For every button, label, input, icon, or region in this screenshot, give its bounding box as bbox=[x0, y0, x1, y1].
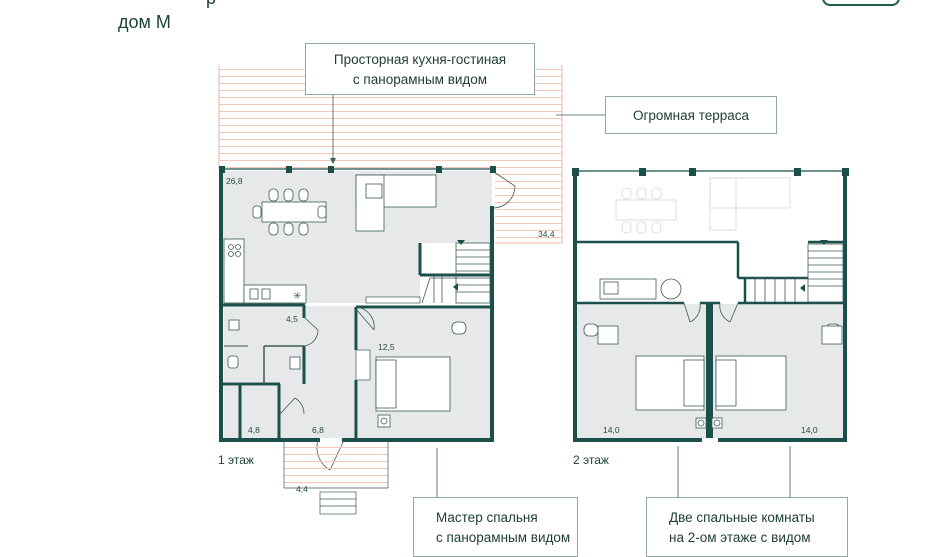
area-storage: 4,8 bbox=[248, 425, 260, 435]
callout-terrace-line1: Огромная терраса bbox=[632, 108, 750, 123]
callout-master-line2: с панорамным видом bbox=[436, 530, 571, 545]
callout-kitchen-line2: с панорамным видом bbox=[352, 72, 488, 87]
area-living: 26,8 bbox=[226, 176, 243, 186]
area-hall: 6,8 bbox=[312, 425, 324, 435]
area-bedroom1: 12,5 bbox=[378, 342, 395, 352]
area-bedroom2-right: 14,0 bbox=[801, 425, 818, 435]
callout-kitchen: Просторная кухня-гостиная с панорамным в… bbox=[305, 43, 535, 95]
callout-terrace: Огромная терраса bbox=[605, 96, 777, 134]
porch bbox=[284, 442, 388, 488]
floor-label-second: 2 этаж bbox=[573, 453, 609, 467]
floor-label-first: 1 этаж bbox=[218, 453, 254, 467]
svg-text:✳: ✳ bbox=[293, 291, 301, 302]
area-porch: 4,4 bbox=[296, 484, 308, 494]
callout-bedrooms-line2: на 2-ом этаже с видом bbox=[669, 530, 811, 545]
hall-fill bbox=[279, 306, 356, 438]
area-terrace: 34,4 bbox=[538, 229, 555, 239]
page-title: дом М bbox=[118, 12, 171, 32]
area-bath: 4,5 bbox=[286, 314, 298, 324]
callout-bedrooms: Две спальные комнаты на 2-ом этаже с вид… bbox=[646, 497, 848, 557]
callout-kitchen-line1: Просторная кухня-гостиная bbox=[333, 52, 507, 67]
clipped-heading: р bbox=[206, 0, 216, 9]
callout-master: Мастер спальня с панорамным видом bbox=[413, 497, 578, 557]
callout-bedrooms-line1: Две спальные комнаты bbox=[669, 510, 815, 525]
callout-master-line1: Мастер спальня bbox=[436, 510, 538, 525]
area-bedroom2-left: 14,0 bbox=[603, 425, 620, 435]
storage-fill bbox=[224, 386, 279, 438]
